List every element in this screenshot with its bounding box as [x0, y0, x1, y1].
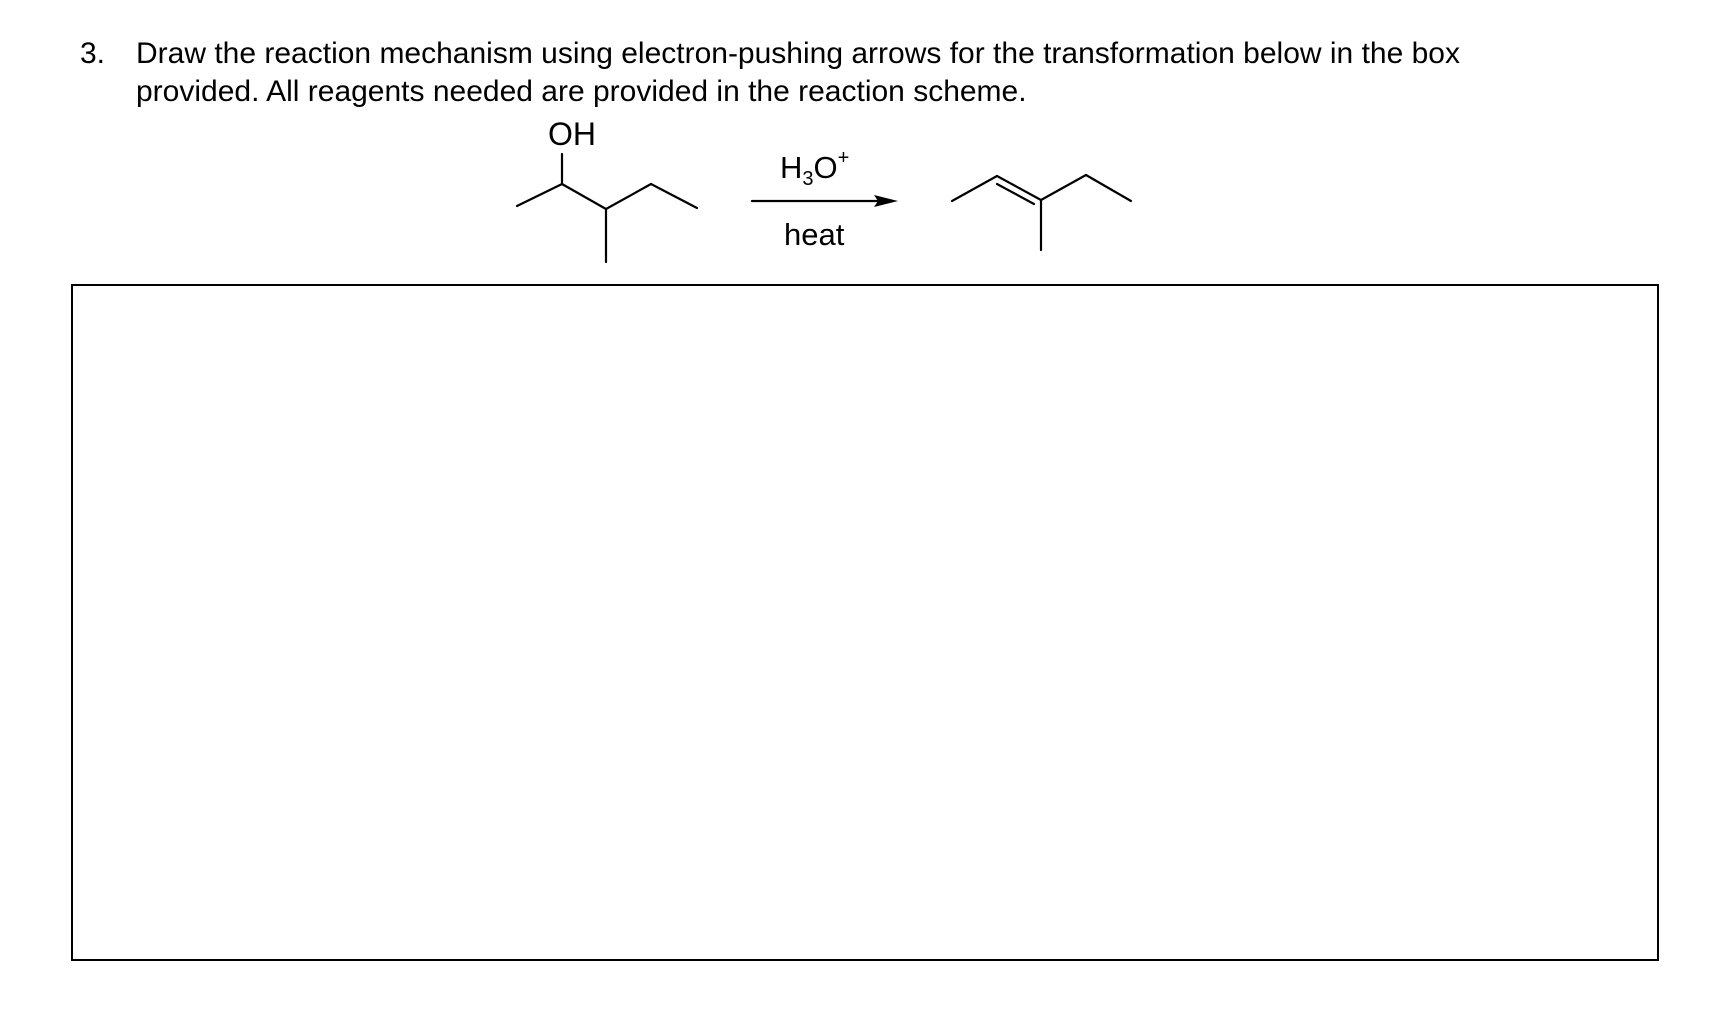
condition-label: heat: [784, 217, 845, 252]
reactant-bond-4: [604, 182, 653, 211]
reagent-charge: +: [837, 147, 850, 169]
product-structure: [950, 173, 1133, 252]
product-bond-3: [1039, 173, 1088, 202]
hydroxyl-label: OH: [548, 116, 596, 152]
reaction-scheme-drawing: [515, 152, 1133, 264]
product-bond-1: [950, 174, 999, 203]
question-text-line-2: provided. All reagents needed are provid…: [136, 75, 1027, 108]
question-text: Draw the reaction mechanism using electr…: [136, 35, 1656, 111]
question-text-line-1: Draw the reaction mechanism using electr…: [136, 37, 1460, 70]
reactant-bond-5: [649, 182, 699, 210]
answer-box[interactable]: [71, 284, 1659, 961]
reagent-subscript: 3: [802, 168, 814, 190]
product-double-bond-inner: [995, 182, 1036, 206]
question-number: 3.: [80, 37, 106, 70]
product-double-bond-outer: [995, 174, 1043, 202]
reactant-bond-2: [560, 182, 608, 211]
reactant-structure: [515, 152, 699, 264]
reaction-scheme: OH H3O+ heat: [0, 0, 1721, 280]
product-bond-4: [1084, 173, 1133, 203]
reagent-element: O: [813, 150, 838, 185]
reagent-label: H3O+: [780, 147, 850, 189]
reactant-bond-1: [515, 182, 564, 208]
reagent-prefix: H: [780, 150, 803, 185]
reaction-arrow-head: [874, 195, 898, 207]
